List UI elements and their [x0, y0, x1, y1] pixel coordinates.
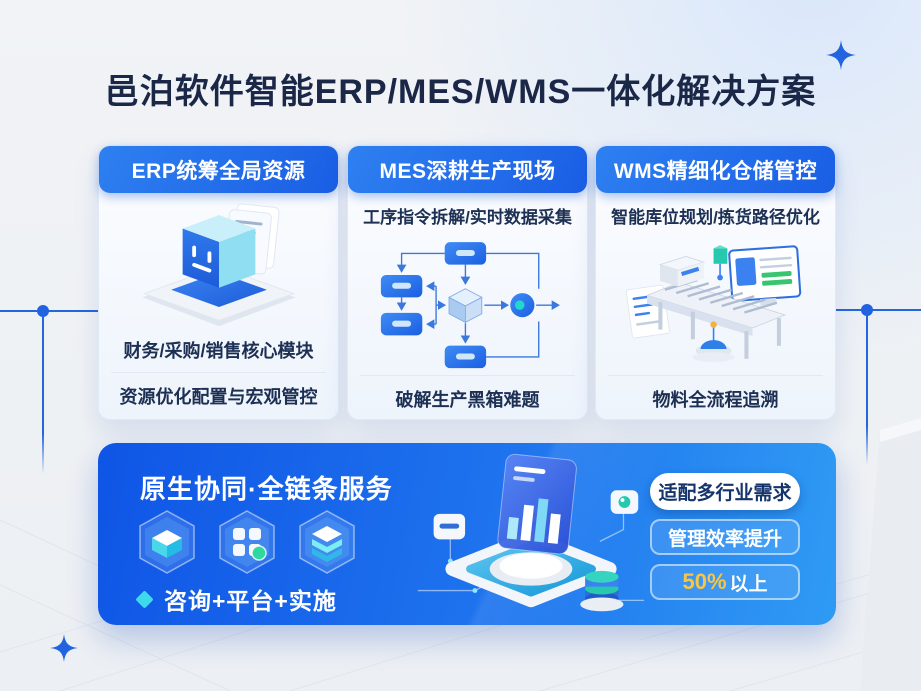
card-wms-header: WMS精细化仓储管控	[596, 146, 835, 193]
wms-conveyor-illustration	[596, 237, 835, 375]
divider	[360, 375, 575, 376]
module-cube-icon	[182, 214, 255, 288]
right-vertical-line	[866, 310, 868, 465]
percentage-value: 50%	[682, 569, 727, 594]
card-mes-footer: 破解生产黑箱难题	[395, 390, 540, 410]
dashboard-card-icon	[497, 453, 577, 555]
right-horizontal-line	[836, 309, 921, 311]
card-wms-body: 智能库位规划/拣货路径优化	[596, 193, 835, 422]
conveyor-belt	[645, 278, 786, 359]
cube-box-icon	[139, 510, 195, 574]
card-erp-footer: 资源优化配置与宏观管控	[119, 387, 318, 407]
card-erp-caption: 财务/采购/销售核心模块	[123, 341, 314, 361]
card-mes-header: MES深耕生产现场	[348, 146, 587, 193]
banner-icon-row	[136, 509, 358, 575]
percentage-badge: 50% 以上	[650, 564, 800, 600]
divider	[608, 375, 823, 376]
card-erp: ERP统筹全局资源	[98, 145, 339, 420]
floating-card-left-icon	[433, 513, 466, 540]
sparkle-icon	[826, 40, 856, 70]
platform-base	[445, 530, 617, 608]
blue-pedestal	[170, 271, 267, 307]
divider	[111, 372, 326, 373]
banner-bullet-row: 咨询+平台+实施	[135, 582, 337, 616]
card-wms: WMS精细化仓储管控 智能库位规划/拣货路径优化	[595, 145, 836, 420]
floating-card-right-icon	[610, 490, 639, 514]
banner-bullet-text: 咨询+平台+实施	[164, 588, 337, 614]
output-node-icon	[509, 293, 534, 318]
database-icon	[580, 570, 624, 612]
left-horizontal-line	[0, 310, 99, 312]
scanner-machine-icon	[658, 256, 705, 287]
efficiency-badge: 管理效率提升	[650, 519, 800, 555]
banner-badges-column: 适配多行业需求 管理效率提升 50% 以上	[650, 473, 800, 600]
hanging-box-icon	[713, 245, 727, 281]
sparkle-icon	[50, 634, 78, 662]
card-mes-subtitle: 工序指令拆解/实时数据采集	[363, 207, 572, 227]
layer-stack-icon	[299, 510, 355, 574]
card-erp-body: 财务/采购/销售核心模块 资源优化配置与宏观管控	[99, 193, 338, 419]
page-title: 邑泊软件智能ERP/MES/WMS一体化解决方案	[104, 73, 817, 111]
card-mes: MES深耕生产现场 工序指令拆解/实时数据采集	[347, 145, 588, 420]
bottom-banner: 原生协同·全链条服务	[98, 443, 836, 625]
cube-node-icon	[447, 288, 483, 324]
card-wms-subtitle: 智能库位规划/拣货路径优化	[611, 207, 820, 227]
weighing-robot-icon	[691, 321, 735, 363]
step-block-right	[860, 418, 921, 691]
process-node	[380, 242, 486, 369]
left-vertical-line	[42, 311, 44, 474]
percentage-suffix: 以上	[729, 573, 768, 595]
app-grid-icon	[219, 510, 275, 574]
banner-title: 原生协同·全链条服务	[140, 474, 393, 504]
monitor-icon	[727, 245, 801, 306]
erp-3d-module-box-illustration	[99, 193, 338, 328]
card-wms-footer: 物料全流程追溯	[652, 390, 779, 410]
mes-process-flowchart-illustration	[348, 237, 587, 375]
industry-badge: 适配多行业需求	[650, 473, 800, 510]
diamond-bullet-icon	[135, 589, 154, 609]
card-mes-body: 工序指令拆解/实时数据采集	[348, 193, 587, 422]
card-erp-header: ERP统筹全局资源	[99, 146, 338, 193]
data-platform-illustration	[417, 453, 645, 612]
